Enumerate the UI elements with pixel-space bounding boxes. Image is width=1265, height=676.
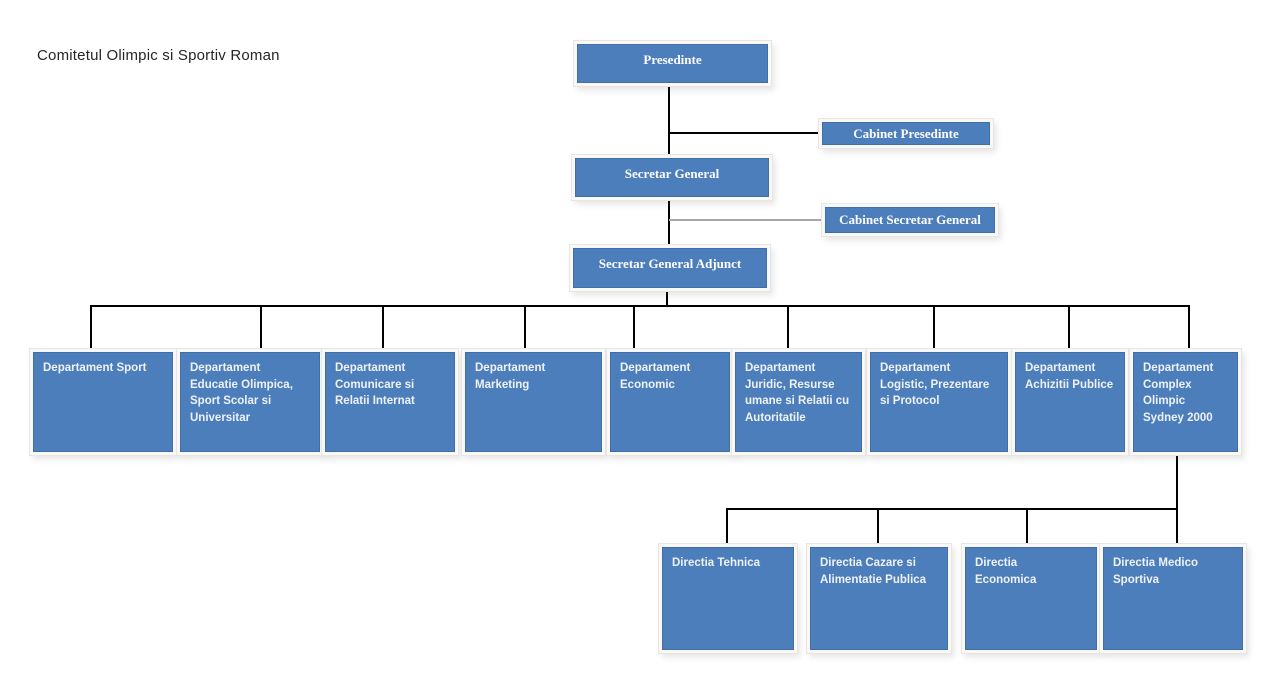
connector-drop-medico	[1176, 508, 1178, 546]
connector-drop-economic	[633, 305, 635, 351]
org-node-departament-complex-olimpic: Departament Complex Olimpic Sydney 2000	[1130, 349, 1241, 455]
connector-complex-directions	[1176, 455, 1178, 508]
org-node-departament-logistic: Departament Logistic, Prezentare si Prot…	[867, 349, 1011, 455]
connector-drop-logistic	[933, 305, 935, 351]
org-node-cabinet-secretar-general: Cabinet Secretar General	[822, 204, 998, 236]
org-node-directia-medico-sportiva: Directia Medico Sportiva	[1100, 544, 1246, 653]
connector-directions-bus	[726, 508, 1177, 510]
connector-drop-juridic	[787, 305, 789, 351]
connector-drop-educatie	[260, 305, 262, 351]
org-node-secretar-general: Secretar General	[572, 155, 772, 200]
page-title: Comitetul Olimpic si Sportiv Roman	[37, 47, 280, 64]
org-node-directia-economica: Directia Economica	[962, 544, 1100, 653]
connector-drop-comunicare	[382, 305, 384, 351]
connector-drop-tehnica	[726, 508, 728, 546]
org-node-secretar-general-adjunct: Secretar General Adjunct	[570, 245, 770, 291]
connector-drop-complex	[1188, 305, 1190, 351]
connector-drop-achizitii	[1068, 305, 1070, 351]
org-node-departament-educatie-olimpica: Departament Educatie Olimpica, Sport Sco…	[177, 349, 323, 455]
connector-drop-cazare	[877, 508, 879, 546]
connector-adjunct-bus	[666, 291, 668, 306]
connector-presedinte-secretar	[668, 86, 670, 155]
connector-departments-bus	[90, 305, 1190, 307]
org-node-directia-cazare: Directia Cazare si Alimentatie Publica	[807, 544, 951, 653]
org-node-departament-comunicare: Departament Comunicare si Relatii Intern…	[322, 349, 458, 455]
org-node-departament-marketing: Departament Marketing	[462, 349, 605, 455]
org-node-departament-sport: Departament Sport	[30, 349, 176, 455]
connector-secretar-adjunct	[668, 200, 670, 245]
connector-drop-dir-economica	[1026, 508, 1028, 546]
connector-drop-sport	[90, 305, 92, 351]
org-node-departament-economic: Departament Economic	[607, 349, 733, 455]
org-node-departament-juridic: Departament Juridic, Resurse umane si Re…	[732, 349, 865, 455]
org-node-cabinet-presedinte: Cabinet Presedinte	[819, 119, 993, 148]
connector-cabinet-presedinte	[668, 132, 819, 134]
org-node-presedinte: Presedinte	[574, 41, 771, 86]
org-node-directia-tehnica: Directia Tehnica	[659, 544, 797, 653]
connector-drop-marketing	[524, 305, 526, 351]
org-node-departament-achizitii: Departament Achizitii Publice	[1012, 349, 1128, 455]
connector-cabinet-secretar-general	[669, 219, 822, 221]
